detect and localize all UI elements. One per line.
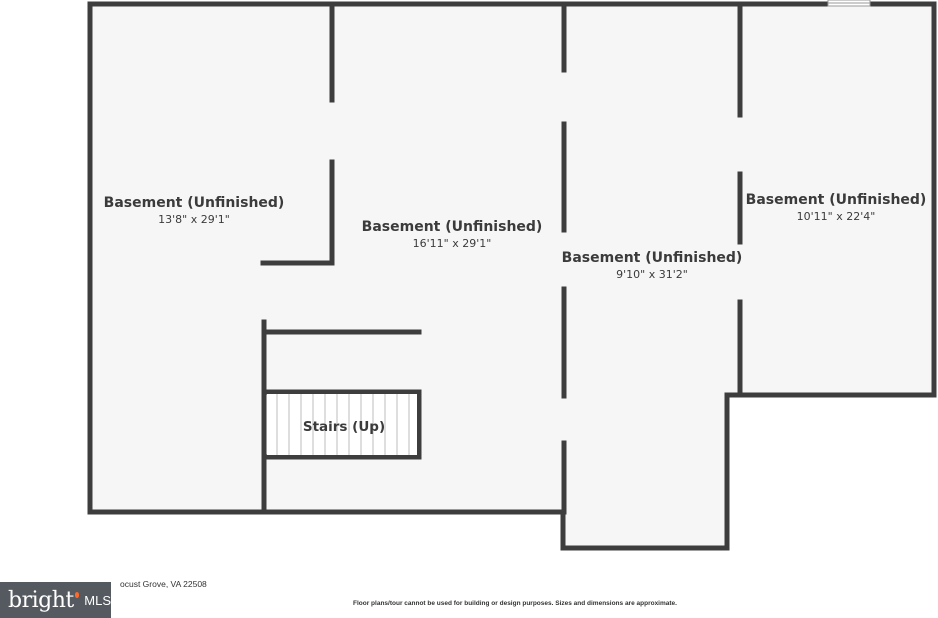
logo-suffix: MLS — [84, 592, 111, 608]
logo-dot-icon — [74, 592, 80, 598]
room-1-dims: 13'8" x 29'1" — [158, 213, 230, 226]
stair-treads — [267, 394, 417, 455]
room-2-name: Basement (Unfinished) — [362, 219, 543, 235]
room-2-dims: 16'11" x 29'1" — [413, 237, 492, 250]
room-1-name: Basement (Unfinished) — [104, 195, 285, 211]
address-text: ocust Grove, VA 22508 — [120, 579, 207, 589]
room-3-dims: 9'10" x 31'2" — [616, 268, 688, 281]
window — [827, 0, 871, 7]
room-4-name: Basement (Unfinished) — [746, 192, 927, 208]
disclaimer-text: Floor plans/tour cannot be used for buil… — [353, 600, 677, 607]
floor-area — [90, 4, 934, 548]
logo-wordmark: bright — [8, 587, 74, 613]
room-3-name: Basement (Unfinished) — [562, 250, 743, 266]
stairs-label: Stairs (Up) — [303, 419, 385, 435]
room-4-dims: 10'11" x 22'4" — [797, 210, 876, 223]
bright-mls-logo: bright MLS — [0, 582, 111, 618]
exterior-wall — [87, 1, 937, 551]
